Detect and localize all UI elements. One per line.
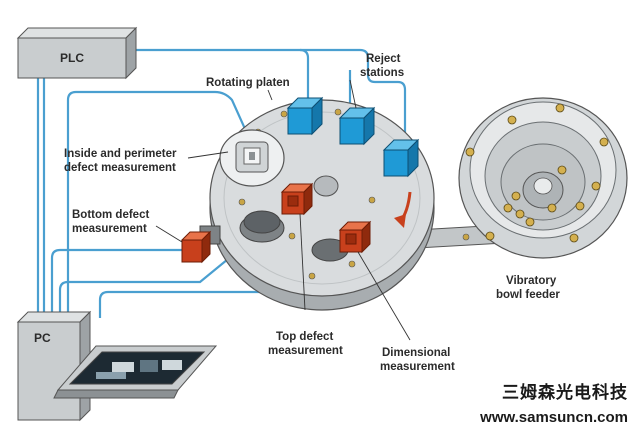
wire-plc-reject (135, 48, 407, 150)
leader-lines (155, 79, 411, 341)
watermark-company: 三姆森光电科技 (502, 382, 628, 403)
reject-cube-1 (286, 96, 324, 136)
inside-perimeter-camera (219, 129, 285, 187)
wire-pc-bottom (50, 248, 182, 318)
reject-station-cubes (286, 96, 420, 178)
label-dim-line1: Dimensional (382, 347, 450, 359)
wire-plc-reject-2 (299, 48, 310, 100)
sensor-cubes (180, 182, 372, 264)
screen-panel-4 (96, 372, 126, 379)
reject-cube-2 (338, 106, 376, 146)
signal-wires (36, 48, 407, 318)
label-vibratory-line2: bowl feeder (496, 289, 560, 301)
reject-cube-3 (382, 138, 420, 178)
plc-box: PLC (16, 26, 138, 80)
screen-panel-2 (140, 360, 158, 372)
label-vibratory-line1: Vibratory (506, 275, 557, 287)
plc-label: PLC (60, 51, 84, 65)
watermark-url: www.samsuncn.com (479, 409, 628, 426)
label-inside-line2: defect measurement (64, 162, 176, 174)
camera-barrels (199, 210, 349, 262)
label-inside-line1: Inside and perimeter (64, 148, 177, 160)
pc-label: PC (34, 331, 51, 345)
label-bottom-line2: measurement (72, 223, 147, 235)
label-reject-line1: Reject (366, 53, 401, 65)
pc-box: PC (16, 310, 218, 422)
label-top-line2: measurement (268, 345, 343, 357)
screen-panel-1 (112, 362, 134, 372)
label-top-line1: Top defect (276, 331, 333, 343)
screen-panel-3 (162, 360, 182, 370)
label-bottom-line1: Bottom defect (72, 209, 149, 221)
label-reject-line2: stations (360, 67, 404, 79)
diagram-labels: Rotating platen Reject stations Inside a… (64, 53, 560, 373)
label-rotating-platen: Rotating platen (206, 77, 290, 89)
feeder-parts (465, 103, 609, 243)
label-dim-line2: measurement (380, 361, 455, 373)
dimensional-sensor (338, 220, 372, 254)
wire-pc-inside (66, 90, 252, 318)
bottom-defect-sensor (180, 230, 212, 264)
wire-pc-dim (98, 244, 346, 318)
top-defect-sensor (280, 182, 314, 216)
watermark: 三姆森光电科技 www.samsuncn.com (479, 382, 628, 426)
